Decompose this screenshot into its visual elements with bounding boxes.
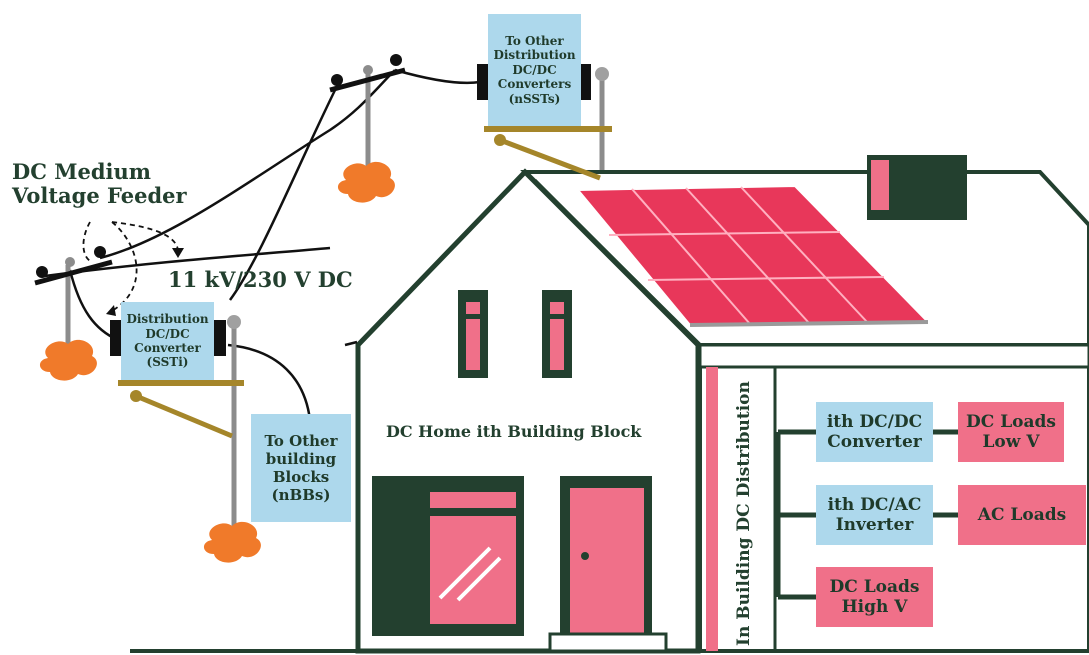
front-door	[548, 476, 668, 653]
attic-window-right	[542, 290, 572, 378]
pole-left	[34, 246, 113, 381]
dc-loads-low-box: DC Loads Low V	[958, 402, 1064, 462]
distribution-bus	[775, 429, 958, 600]
home-label: DC Home ith Building Block	[386, 422, 642, 441]
pole-middle	[329, 54, 406, 203]
wall-strip	[706, 367, 718, 651]
dc-loads-high-box: DC Loads High V	[816, 567, 933, 627]
dcac-inverter-box: ith DC/AC Inverter	[816, 485, 933, 545]
sst-top-box: To Other Distribution DC/DC Converters (…	[488, 14, 581, 126]
pole-ssti	[110, 315, 261, 563]
voltage-label: 11 kV/230 V DC	[168, 267, 353, 292]
dcdc-converter-box: ith DC/DC Converter	[816, 402, 933, 462]
in-building-label: In Building DC Distribution	[734, 381, 754, 646]
solar-panel	[575, 184, 931, 327]
nbbs-box: To Other building Blocks (nBBs)	[251, 414, 351, 522]
attic-window-left	[458, 290, 488, 378]
front-window	[372, 476, 524, 636]
ssti-box: Distribution DC/DC Converter (SSTi)	[121, 302, 214, 380]
chimney	[867, 155, 967, 220]
eave	[698, 343, 1089, 369]
ac-loads-box: AC Loads	[958, 485, 1086, 545]
feeder-label: DC Medium Voltage Feeder	[12, 159, 187, 209]
pole-top	[477, 64, 612, 181]
